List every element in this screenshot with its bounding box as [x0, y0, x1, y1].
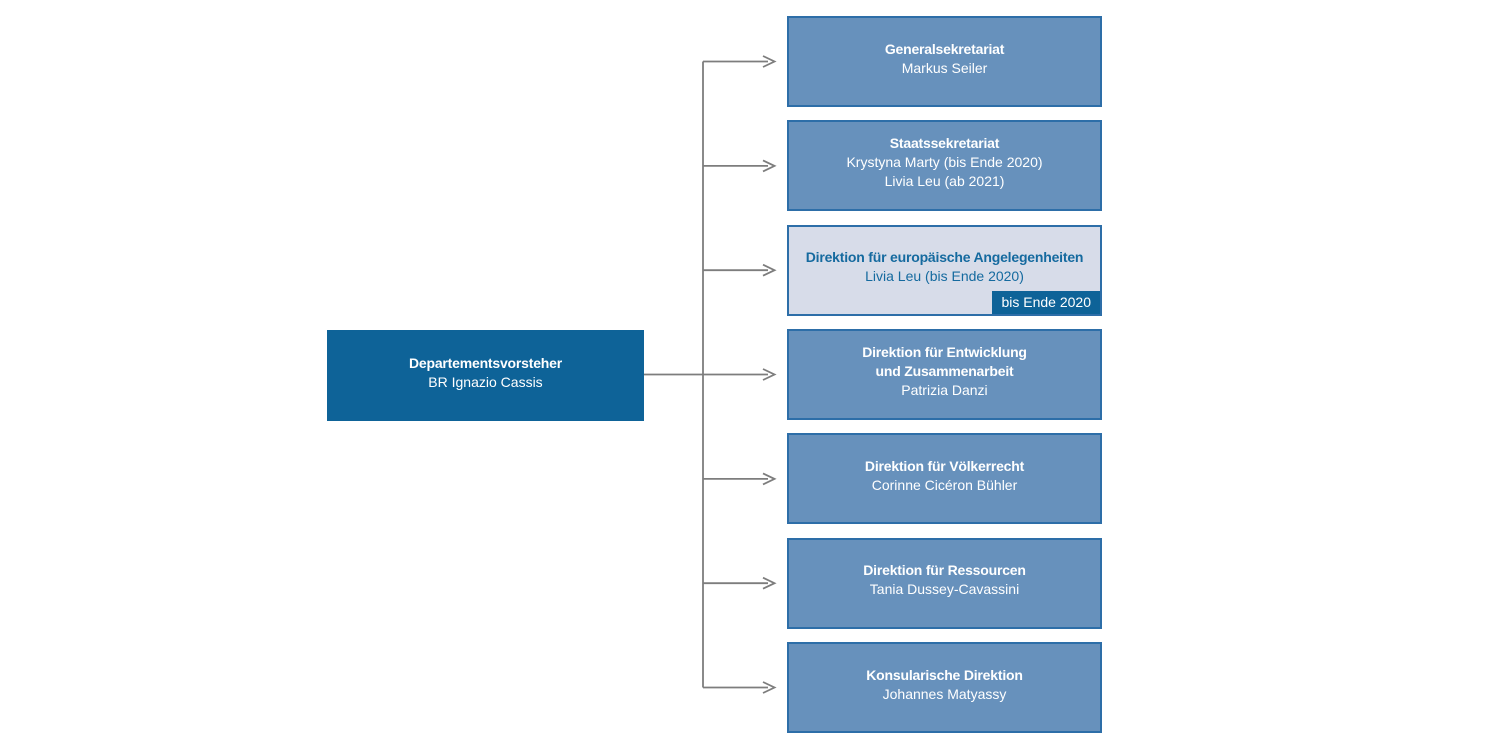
arrowhead-3	[762, 263, 777, 277]
unit-title: Konsularische Direktion	[866, 666, 1023, 683]
unit-title: Direktion für Völkerrecht	[864, 457, 1025, 474]
root-text-block: Departementsvorsteher BR Ignazio Cassis	[409, 354, 562, 392]
root-person: BR Ignazio Cassis	[428, 373, 543, 390]
unit-node-konsularische-direktion: Konsularische Direktion Johannes Matyass…	[787, 642, 1102, 733]
unit-node-ressourcen: Direktion für Ressourcen Tania Dussey-Ca…	[787, 537, 1102, 629]
unit-title: Generalsekretariat	[884, 40, 1005, 57]
unit-node-staatssekretariat: Staatssekretariat Krystyna Marty (bis En…	[787, 120, 1102, 212]
unit-text-block: Direktion für europäische Angelegenheite…	[806, 248, 1084, 286]
unit-text-block: Direktion für Ressourcen Tania Dussey-Ca…	[863, 561, 1026, 599]
unit-node-europaeische-angelegenheiten: Direktion für europäische Angelegenheite…	[787, 224, 1102, 316]
unit-people: Krystyna Marty (bis Ende 2020) Livia Leu…	[846, 154, 1043, 190]
unit-text-block: Direktion für Entwicklung und Zusammenar…	[862, 343, 1027, 400]
unit-people: Livia Leu (bis Ende 2020)	[865, 268, 1024, 285]
validity-badge-bis-ende-2020: bis Ende 2020	[992, 290, 1100, 314]
arrowhead-2	[762, 159, 777, 173]
unit-node-generalsekretariat: Generalsekretariat Markus Seiler	[787, 16, 1102, 107]
unit-text-block: Generalsekretariat Markus Seiler	[884, 40, 1005, 78]
root-node-departementsvorsteher: Departementsvorsteher BR Ignazio Cassis	[327, 330, 644, 421]
root-title: Departementsvorsteher	[409, 354, 562, 371]
unit-title: Direktion für Entwicklung und Zusammenar…	[862, 344, 1027, 379]
arrowhead-4	[762, 368, 777, 381]
unit-people: Patrizia Danzi	[901, 382, 988, 398]
unit-text-block: Konsularische Direktion Johannes Matyass…	[866, 666, 1023, 704]
arrowhead-7	[762, 681, 777, 694]
unit-title: Staatssekretariat	[889, 135, 1000, 152]
arrowhead-1	[762, 55, 777, 68]
arrowhead-6	[762, 576, 777, 590]
unit-node-entwicklung-zusammenarbeit: Direktion für Entwicklung und Zusammenar…	[787, 329, 1102, 420]
unit-title: Direktion für Ressourcen	[863, 562, 1026, 579]
unit-people: Johannes Matyassy	[882, 685, 1007, 702]
unit-people: Corinne Cicéron Bühler	[871, 476, 1018, 493]
arrowhead-5	[762, 472, 777, 486]
unit-people: Markus Seiler	[901, 59, 988, 76]
unit-text-block: Staatssekretariat Krystyna Marty (bis En…	[846, 134, 1042, 191]
unit-people: Tania Dussey-Cavassini	[869, 581, 1020, 598]
unit-node-voelkerrecht: Direktion für Völkerrecht Corinne Cicéro…	[787, 433, 1102, 525]
unit-text-block: Direktion für Völkerrecht Corinne Cicéro…	[865, 457, 1024, 495]
unit-title: Direktion für europäische Angelegenheite…	[805, 249, 1084, 266]
